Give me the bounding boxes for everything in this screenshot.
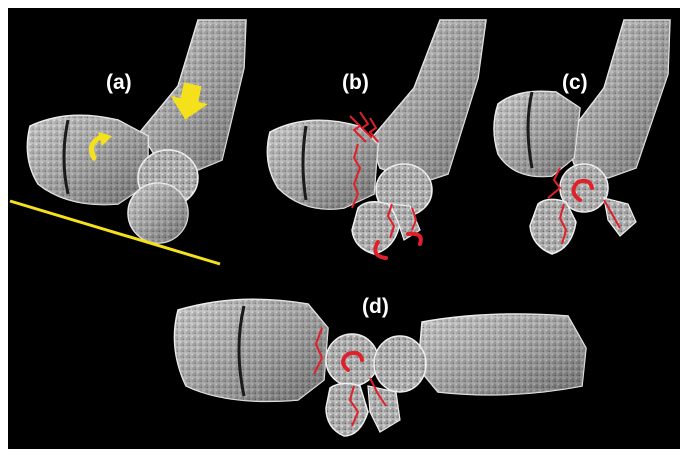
panel-label-a: (a) [106, 72, 132, 93]
panel-c-bones [494, 20, 670, 254]
panel-label-d: (d) [362, 296, 389, 317]
panel-label-c: (c) [562, 72, 588, 93]
panel-label-b: (b) [342, 72, 369, 93]
figure-canvas: (a) (b) (c) (d) [8, 8, 680, 449]
panel-c-carpal-lower [530, 199, 576, 254]
panel-d-bones [174, 299, 586, 436]
panel-d-carpal-lower [326, 383, 368, 436]
panel-b-bones [267, 20, 486, 254]
panel-a-bones [27, 20, 246, 243]
panel-d-carpal-mid [374, 336, 426, 392]
panel-b-rotation-arrow [408, 234, 421, 244]
